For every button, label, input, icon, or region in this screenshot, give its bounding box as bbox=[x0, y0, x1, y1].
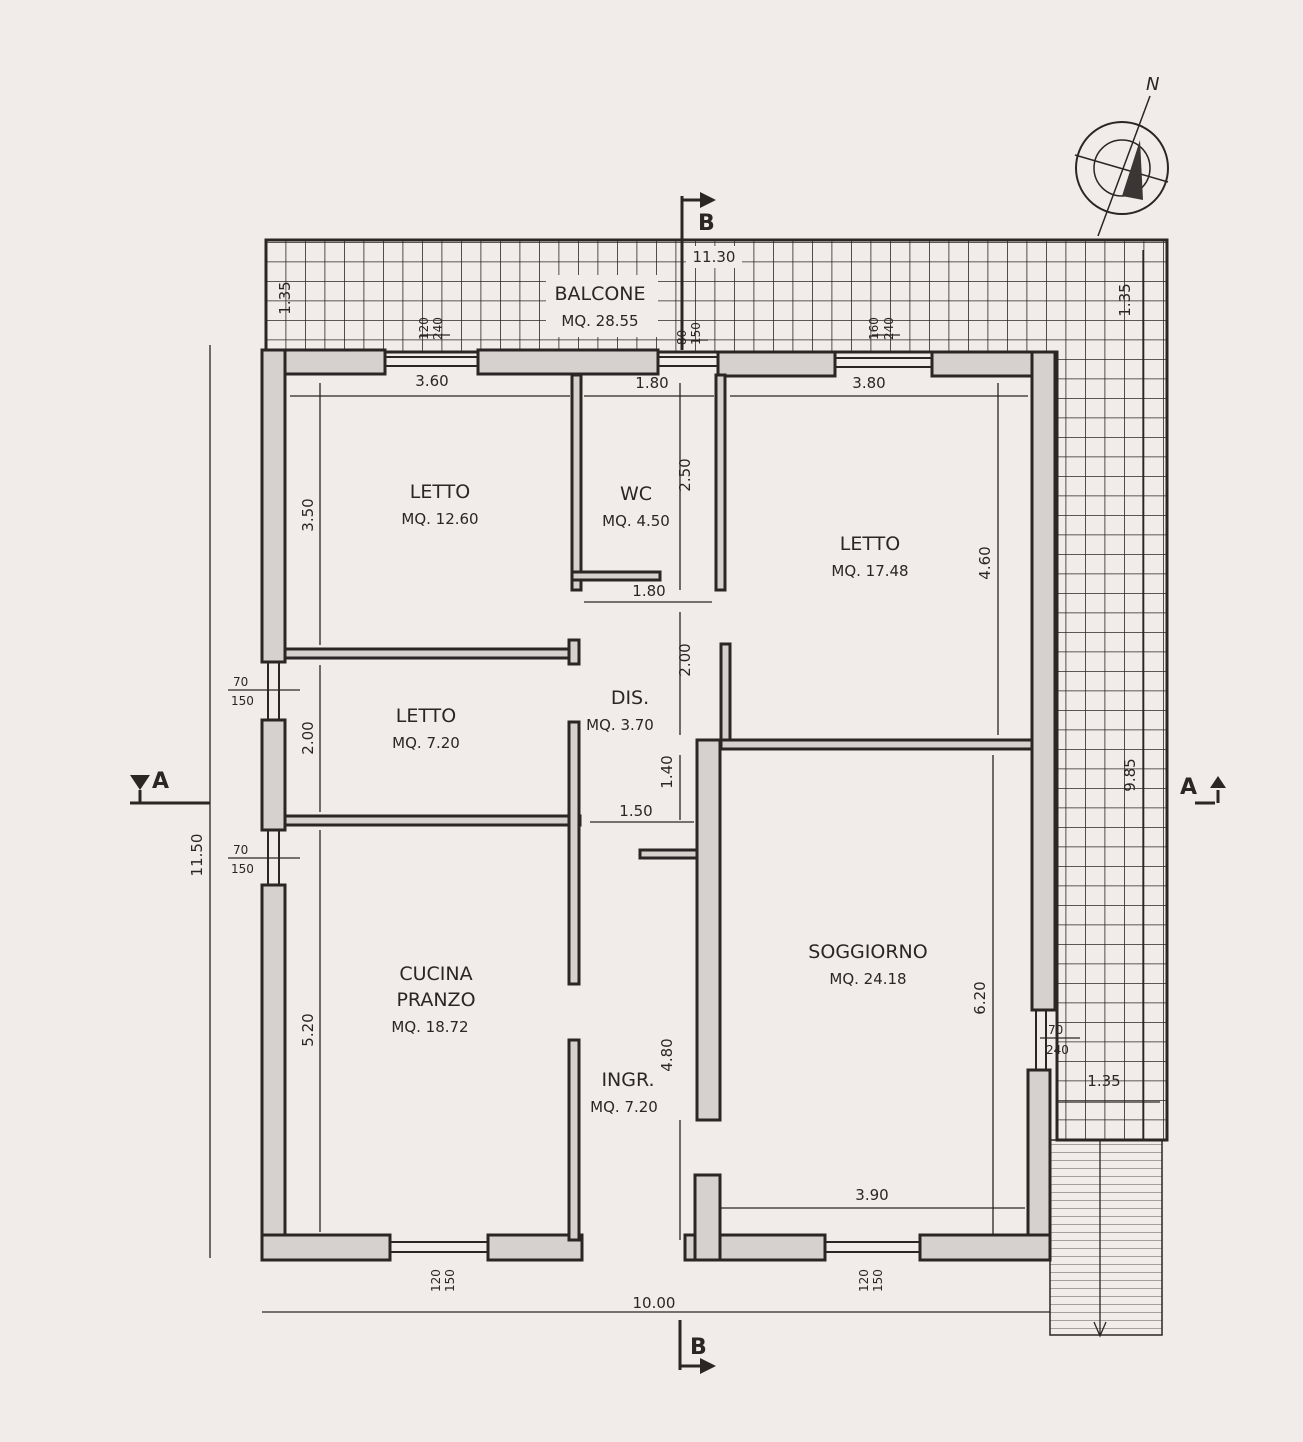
window-label: 150 bbox=[231, 862, 254, 876]
dim-label: 11.50 bbox=[188, 834, 206, 877]
section-a-right: A bbox=[1180, 775, 1197, 800]
window-label: 120 bbox=[417, 317, 431, 340]
stairs bbox=[1049, 1139, 1163, 1336]
room-pranzo-name: PRANZO bbox=[396, 989, 475, 1011]
dim-label: 9.85 bbox=[1121, 758, 1139, 791]
room-letto2-name: LETTO bbox=[840, 533, 900, 555]
room-letto2-area: MQ. 17.48 bbox=[831, 562, 908, 580]
walls bbox=[260, 348, 1059, 1262]
window-label: 150 bbox=[689, 322, 703, 345]
window-label: 70 bbox=[1048, 1023, 1063, 1037]
dim-label: 1.35 bbox=[276, 281, 294, 314]
room-letto1-area: MQ. 12.60 bbox=[401, 510, 478, 528]
window-label: 240 bbox=[431, 317, 445, 340]
dim-label: 1.80 bbox=[632, 582, 665, 600]
room-labels: BALCONE MQ. 28.55 LETTO MQ. 12.60 WC MQ.… bbox=[391, 283, 927, 1116]
room-letto3-name: LETTO bbox=[396, 705, 456, 727]
room-balcone-name: BALCONE bbox=[554, 283, 645, 305]
dim-label: 1.35 bbox=[1087, 1072, 1120, 1090]
dim-label: 3.60 bbox=[415, 372, 448, 390]
section-a-left: A bbox=[152, 769, 169, 794]
room-ingr-area: MQ. 7.20 bbox=[590, 1098, 658, 1116]
window-label: 70 bbox=[233, 675, 248, 689]
dim-label: 3.80 bbox=[852, 374, 885, 392]
window-label: 160 bbox=[867, 317, 881, 340]
dim-label: 1.40 bbox=[658, 755, 676, 788]
window-labels: 120 240 80 150 160 240 70 150 70 150 70 … bbox=[228, 317, 1080, 1292]
window-label: 150 bbox=[443, 1269, 457, 1292]
dim-label: 11.30 bbox=[693, 248, 736, 266]
dim-label: 5.20 bbox=[299, 1013, 317, 1046]
dimension-lines bbox=[209, 250, 1160, 1313]
room-ingr-name: INGR. bbox=[601, 1069, 654, 1091]
dim-label: 2.00 bbox=[676, 643, 694, 676]
room-cucina-area: MQ. 18.72 bbox=[391, 1018, 468, 1036]
room-soggiorno-area: MQ. 24.18 bbox=[829, 970, 906, 988]
room-letto3-area: MQ. 7.20 bbox=[392, 734, 460, 752]
dim-label: 4.60 bbox=[976, 546, 994, 579]
window-label: 150 bbox=[871, 1269, 885, 1292]
dim-label: 3.90 bbox=[855, 1186, 888, 1204]
dim-label: 1.35 bbox=[1116, 283, 1134, 316]
room-letto1-name: LETTO bbox=[410, 481, 470, 503]
window-label: 120 bbox=[857, 1269, 871, 1292]
room-dis-name: DIS. bbox=[611, 687, 649, 709]
north-label: N bbox=[1146, 74, 1159, 95]
section-b-bottom: B bbox=[690, 1335, 707, 1360]
section-marks: A A B B bbox=[130, 192, 1226, 1374]
window-label: 70 bbox=[233, 843, 248, 857]
dim-label: 2.50 bbox=[676, 458, 694, 491]
room-dis-area: MQ. 3.70 bbox=[586, 716, 654, 734]
dimension-labels: 11.30 1.35 1.35 3.60 1.80 3.80 3.50 2.50… bbox=[188, 248, 1139, 1312]
dim-label: 2.00 bbox=[299, 721, 317, 754]
window-label: 150 bbox=[231, 694, 254, 708]
room-soggiorno-name: SOGGIORNO bbox=[808, 941, 927, 963]
dim-label: 3.50 bbox=[299, 498, 317, 531]
window-label: 120 bbox=[429, 1269, 443, 1292]
room-cucina-name: CUCINA bbox=[399, 963, 472, 985]
dim-label: 1.50 bbox=[619, 802, 652, 820]
window-label: 240 bbox=[1046, 1043, 1069, 1057]
window-label: 240 bbox=[882, 317, 896, 340]
dim-label: 4.80 bbox=[658, 1038, 676, 1071]
north-arrow-icon: N bbox=[1074, 74, 1169, 237]
dim-label: 6.20 bbox=[971, 981, 989, 1014]
dim-label: 10.00 bbox=[633, 1294, 676, 1312]
balcony-label-bg bbox=[546, 275, 658, 337]
room-wc-area: MQ. 4.50 bbox=[602, 512, 670, 530]
dim-label: 1.80 bbox=[635, 374, 668, 392]
room-wc-name: WC bbox=[620, 483, 652, 505]
room-balcone-area: MQ. 28.55 bbox=[561, 312, 638, 330]
section-b-top: B bbox=[698, 211, 715, 236]
